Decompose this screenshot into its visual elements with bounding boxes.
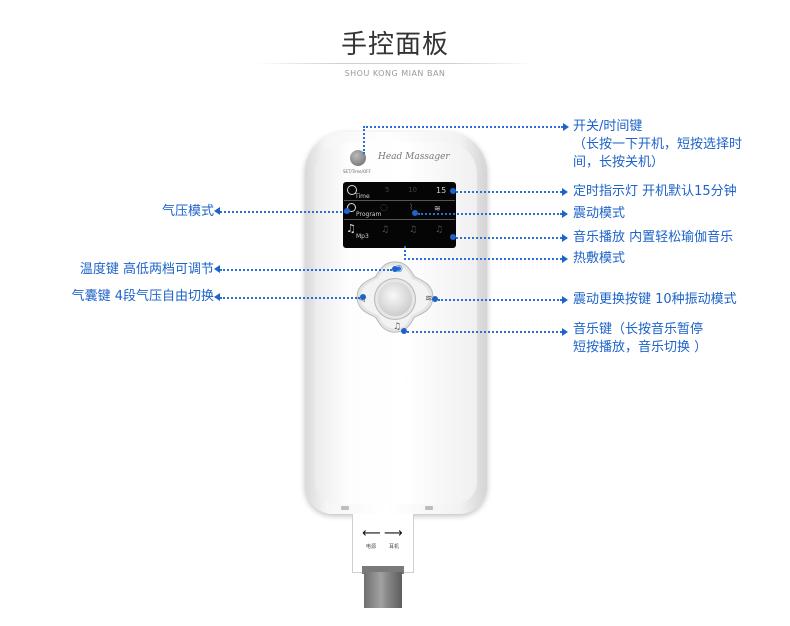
- music-note-icon: ♫: [346, 222, 356, 235]
- arrow-right-icon: [562, 296, 568, 304]
- annotation-airbag: 气囊键 4段气压自由切换: [71, 289, 214, 304]
- port-slot: [341, 506, 349, 510]
- leader-line: [363, 126, 563, 128]
- arrow-right-icon: [563, 123, 569, 131]
- title-divider: [255, 63, 535, 64]
- power-time-button[interactable]: [350, 150, 366, 166]
- vibration-mode-icon: ⌇: [409, 203, 414, 213]
- right-arrow-icon: ⟶: [384, 526, 403, 541]
- annotation-vibration-change: 震动更换按键 10种振动模式: [573, 292, 737, 307]
- timer-indicator-15: 15: [436, 186, 447, 195]
- music-indicator-icon: ♫: [435, 225, 444, 235]
- annotation-air-pressure: 气压模式: [161, 204, 214, 219]
- lcd-screen: [343, 182, 456, 248]
- music-indicator-icon: ♫: [381, 225, 390, 235]
- screen-divider: [344, 219, 455, 220]
- cable: [364, 572, 402, 608]
- annotation-vibration-mode: 震动模式: [573, 206, 626, 221]
- annotation-music-key-desc: 短按播放，音乐切换 ）: [573, 340, 708, 355]
- temperature-button[interactable]: ◉: [395, 264, 403, 274]
- leader-line: [438, 299, 562, 301]
- pointer-dot: [344, 208, 350, 214]
- power-button-caption: SET/Time/OFF: [343, 169, 371, 174]
- screen-mp3-label: Mp3: [356, 233, 369, 240]
- arrow-right-icon: [562, 328, 568, 336]
- pointer-dot: [392, 266, 398, 272]
- clock-icon: [347, 185, 357, 195]
- pointer-dot: [450, 188, 456, 194]
- music-button[interactable]: ♫: [393, 322, 402, 332]
- leader-line: [456, 191, 562, 193]
- connector-plug: [352, 514, 414, 573]
- leader-line: [220, 269, 392, 271]
- pointer-dot: [412, 210, 418, 216]
- arrow-left-icon: [214, 265, 220, 273]
- pointer-dot: [432, 296, 438, 302]
- leader-line: [407, 331, 562, 333]
- plug-label-power: 电源: [366, 544, 377, 550]
- port-slot: [425, 506, 433, 510]
- pointer-dot: [360, 294, 366, 300]
- annotation-power-time-desc1: （长按一下开机，短按选择时: [573, 137, 743, 152]
- brand-label: Head Massager: [378, 152, 450, 162]
- page-title: 手控面板: [340, 30, 449, 60]
- wifi-vibration-icon: ≋: [434, 204, 441, 213]
- annotation-temperature: 温度键 高低两档可调节: [79, 262, 214, 277]
- music-indicator-icon: ♫: [409, 225, 418, 235]
- center-button[interactable]: [378, 282, 412, 316]
- annotation-timer: 定时指示灯 开机默认15分钟: [573, 184, 737, 199]
- leader-line: [220, 211, 346, 213]
- cable-connector: [362, 566, 404, 574]
- pressure-indicator-icon: ◌: [380, 203, 388, 213]
- pointer-dot: [401, 328, 407, 334]
- annotation-music-play: 音乐播放 内置轻松瑜伽音乐: [573, 230, 734, 245]
- screen-program-label: Program: [356, 211, 382, 218]
- leader-line: [404, 258, 562, 260]
- left-arrow-icon: ⟵: [362, 526, 381, 541]
- screen-divider: [344, 200, 455, 201]
- arrow-right-icon: [562, 234, 568, 242]
- vibration-change-button[interactable]: ≋: [425, 294, 433, 304]
- arrow-left-icon: [214, 293, 220, 301]
- leader-line: [418, 213, 562, 215]
- annotation-heat-mode: 热敷模式: [573, 251, 626, 266]
- air-pressure-mode-icon: [347, 203, 356, 212]
- plug-label-earphone: 耳机: [389, 544, 400, 550]
- timer-indicator-10: 10: [408, 186, 417, 194]
- arrow-right-icon: [562, 255, 568, 263]
- leader-line: [363, 126, 365, 154]
- arrow-right-icon: [562, 188, 568, 196]
- leader-line: [220, 297, 360, 299]
- page-subtitle: SHOU KONG MIAN BAN: [344, 69, 446, 78]
- annotation-music-key: 音乐键（长按音乐暂停: [573, 322, 704, 337]
- arrow-left-icon: [214, 207, 220, 215]
- annotation-power-time-desc2: 间，长按关机）: [573, 155, 665, 170]
- timer-indicator-5: 5: [385, 186, 390, 194]
- pointer-dot: [450, 234, 456, 240]
- leader-line: [456, 237, 562, 239]
- screen-time-label: Time: [355, 193, 370, 200]
- leader-line: [404, 246, 406, 260]
- annotation-power-time: 开关/时间键: [573, 119, 643, 134]
- arrow-right-icon: [562, 210, 568, 218]
